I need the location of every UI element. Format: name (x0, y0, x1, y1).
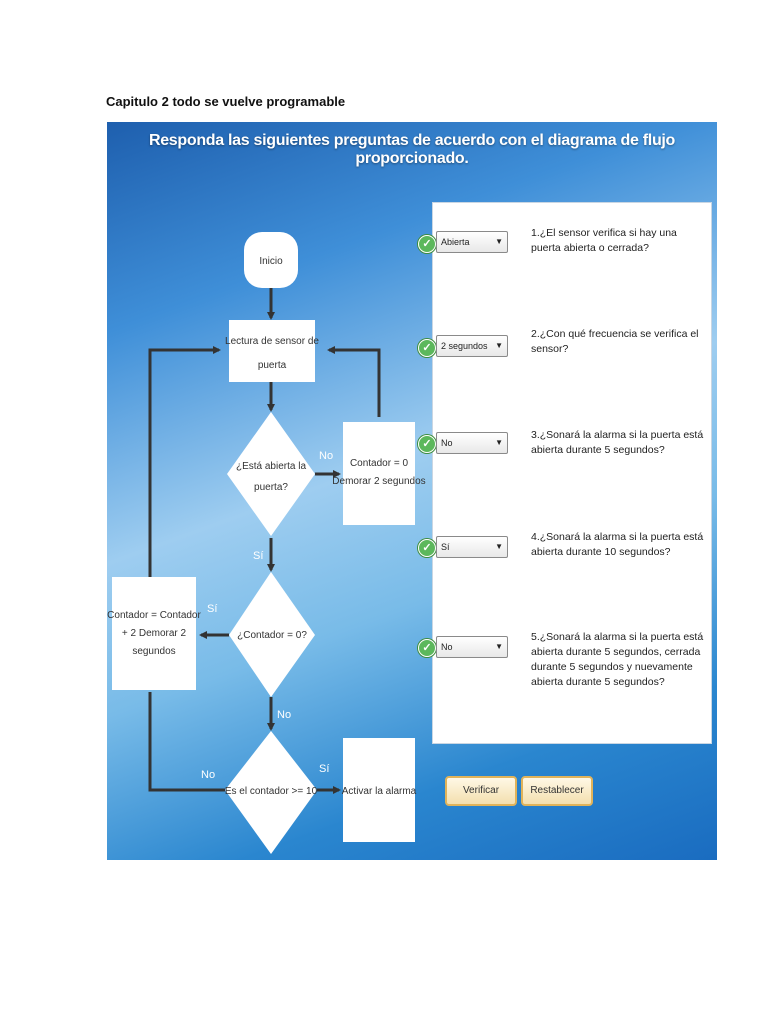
answer-select-1[interactable]: Abierta ▼ (436, 231, 508, 253)
flow-label-si-3: Sí (319, 763, 329, 775)
answer-select-2-value: 2 segundos (441, 341, 488, 351)
answer-select-3-value: No (441, 438, 453, 448)
flowchart: Inicio Lectura de sensor de puerta ¿Está… (107, 232, 426, 854)
flow-counter-zero-decision: ¿Contador = 0? (229, 572, 315, 697)
chevron-down-icon: ▼ (495, 341, 503, 350)
check-icon: ✓ (418, 339, 436, 357)
flow-counter-reset: Contador = 0 Demorar 2 segundos (332, 422, 426, 525)
question-3: 3.¿Sonará la alarma si la puerta está ab… (531, 429, 704, 456)
flow-counter-reset-line2: Demorar 2 segundos (332, 476, 425, 487)
flow-read-sensor-line1: Lectura de sensor de (225, 336, 319, 347)
flow-label-no-2: No (277, 709, 291, 721)
check-icon: ✓ (418, 435, 436, 453)
chevron-down-icon: ▼ (495, 542, 503, 551)
flow-alarm-text: Activar la alarma (342, 786, 417, 797)
answer-select-3[interactable]: No ▼ (436, 432, 508, 454)
flow-counter-add: Contador = Contador + 2 Demorar 2 segund… (107, 577, 202, 690)
flow-start-text: Inicio (259, 256, 283, 267)
answer-select-5[interactable]: No ▼ (436, 636, 508, 658)
check-icon: ✓ (418, 235, 436, 253)
flow-label-no-1: No (319, 450, 333, 462)
answer-select-4[interactable]: Sí ▼ (436, 536, 508, 558)
verify-button[interactable]: Verificar (445, 776, 517, 806)
flow-label-si-2: Sí (207, 603, 217, 615)
flow-counter-add-line2: + 2 Demorar 2 (122, 628, 187, 639)
question-1: 1.¿El sensor verifica si hay una puerta … (531, 227, 677, 254)
chevron-down-icon: ▼ (495, 642, 503, 651)
flow-counter-reset-line1: Contador = 0 (350, 458, 409, 469)
flow-read-sensor: Lectura de sensor de puerta (225, 320, 319, 382)
reset-button[interactable]: Restablecer (521, 776, 593, 806)
flow-read-sensor-line2: puerta (258, 360, 287, 371)
flow-door-decision: ¿Está abierta la puerta? (227, 412, 315, 536)
activity-heading: Responda las siguientes preguntas de acu… (148, 132, 676, 167)
chevron-down-icon: ▼ (495, 237, 503, 246)
flow-label-si-1: Sí (253, 550, 263, 562)
answer-select-2[interactable]: 2 segundos ▼ (436, 335, 508, 357)
flow-counter-ge-text: Es el contador >= 10 (225, 786, 318, 797)
check-icon: ✓ (418, 639, 436, 657)
flow-counter-add-line1: Contador = Contador (107, 610, 201, 621)
answer-select-5-value: No (441, 642, 453, 652)
check-icon: ✓ (418, 539, 436, 557)
answer-select-1-value: Abierta (441, 237, 470, 247)
question-4: 4.¿Sonará la alarma si la puerta está ab… (531, 531, 704, 558)
flow-start: Inicio (244, 232, 298, 288)
answer-select-4-value: Sí (441, 542, 450, 552)
question-5: 5.¿Sonará la alarma si la puerta está ab… (531, 631, 704, 688)
flow-door-decision-line2: puerta? (254, 482, 288, 493)
flow-alarm: Activar la alarma (342, 738, 417, 842)
flow-counter-add-line3: segundos (132, 646, 175, 657)
flow-counter-zero-text: ¿Contador = 0? (237, 630, 307, 641)
question-2: 2.¿Con qué frecuencia se verifica el sen… (531, 328, 699, 355)
flow-door-decision-line1: ¿Está abierta la (236, 461, 306, 472)
flow-label-no-3: No (201, 769, 215, 781)
flow-connectors (148, 287, 381, 794)
chevron-down-icon: ▼ (495, 438, 503, 447)
activity-panel: Responda las siguientes preguntas de acu… (107, 122, 717, 860)
document-title: Capitulo 2 todo se vuelve programable (106, 94, 346, 109)
flow-counter-ge-decision: Es el contador >= 10 (225, 731, 318, 854)
